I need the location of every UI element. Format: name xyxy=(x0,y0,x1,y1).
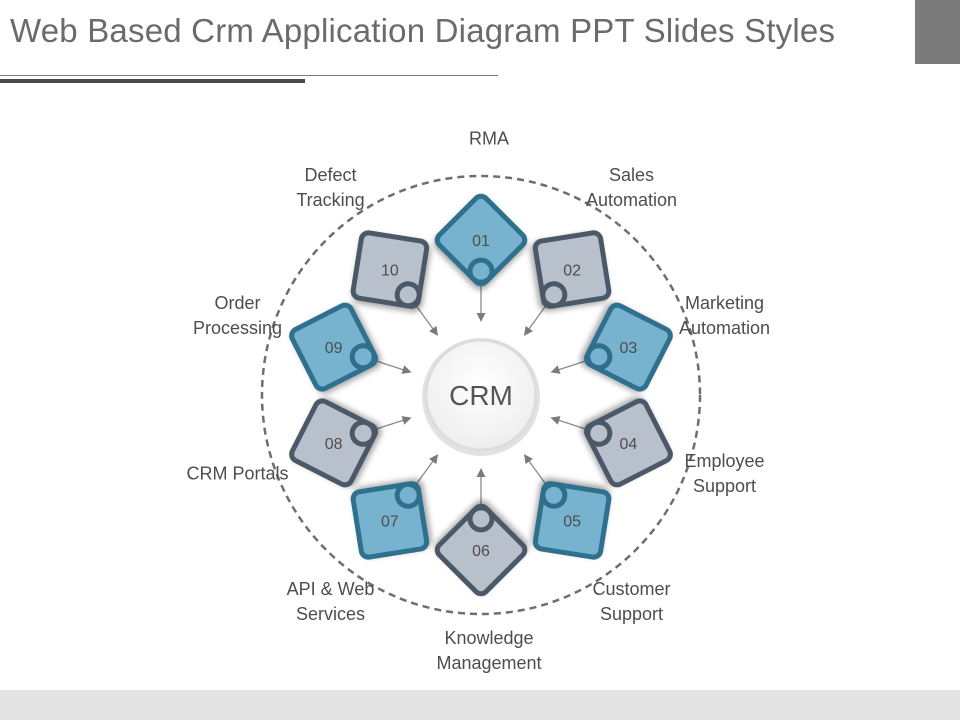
node-knob-06 xyxy=(467,505,495,533)
node-06 xyxy=(434,503,528,597)
node-tile-03 xyxy=(583,302,673,392)
item-label-03: Marketing Automation xyxy=(678,292,770,338)
item-label-02: Sales Automation xyxy=(585,164,677,210)
title-rule-thin xyxy=(0,75,498,76)
node-number-10: 10 xyxy=(381,263,399,280)
node-tile-09 xyxy=(289,302,379,392)
slide-title: Web Based Crm Application Diagram PPT Sl… xyxy=(10,12,836,49)
node-08 xyxy=(289,398,379,488)
item-label-10: Defect Tracking xyxy=(296,164,365,210)
corner-accent-box xyxy=(915,0,960,64)
node-number-08: 08 xyxy=(325,436,343,453)
node-01 xyxy=(434,193,528,287)
node-group: 01 02 03 04 05 06 07 08 09 10 xyxy=(289,193,673,597)
node-04 xyxy=(583,398,673,488)
node-tile-08 xyxy=(289,398,379,488)
node-09 xyxy=(289,302,379,392)
node-knob-03 xyxy=(585,343,613,371)
item-label-06: Knowledge Management xyxy=(436,628,542,673)
node-number-05: 05 xyxy=(563,513,581,530)
node-knob-08 xyxy=(349,419,377,447)
item-label-07: API & Web Services xyxy=(286,579,375,625)
node-number-01: 01 xyxy=(472,233,490,250)
node-number-02: 02 xyxy=(563,263,581,280)
title-rule-thick xyxy=(0,79,305,83)
node-02 xyxy=(532,230,612,309)
node-05 xyxy=(532,481,612,560)
dashed-outer-ring xyxy=(260,174,702,616)
node-knob-07 xyxy=(394,481,422,509)
node-knob-04 xyxy=(585,419,613,447)
node-knob-05 xyxy=(540,481,568,509)
item-label-08: CRM Portals xyxy=(186,463,289,484)
node-knob-10 xyxy=(394,281,422,309)
item-label-09: Order Processing xyxy=(192,292,283,338)
node-knob-02 xyxy=(540,281,568,309)
crm-hub: CRM xyxy=(422,338,540,456)
node-10 xyxy=(350,230,430,309)
node-tile-04 xyxy=(583,398,673,488)
node-03 xyxy=(583,302,673,392)
node-tile-01 xyxy=(434,193,528,287)
item-label-01: RMA xyxy=(469,128,509,149)
node-tile-06 xyxy=(434,503,528,597)
node-number-04: 04 xyxy=(620,436,638,453)
item-label-05: Customer Support xyxy=(592,579,671,625)
node-number-03: 03 xyxy=(620,340,638,357)
node-knob-09 xyxy=(349,343,377,371)
node-number-07: 07 xyxy=(381,513,399,530)
node-07 xyxy=(350,481,430,560)
node-number-06: 06 xyxy=(472,543,490,560)
node-knob-01 xyxy=(467,257,495,285)
footer-bar xyxy=(0,690,960,720)
crm-hub-label: CRM xyxy=(449,380,513,411)
node-number-09: 09 xyxy=(325,340,343,357)
item-label-04: Employee Support xyxy=(684,451,765,497)
